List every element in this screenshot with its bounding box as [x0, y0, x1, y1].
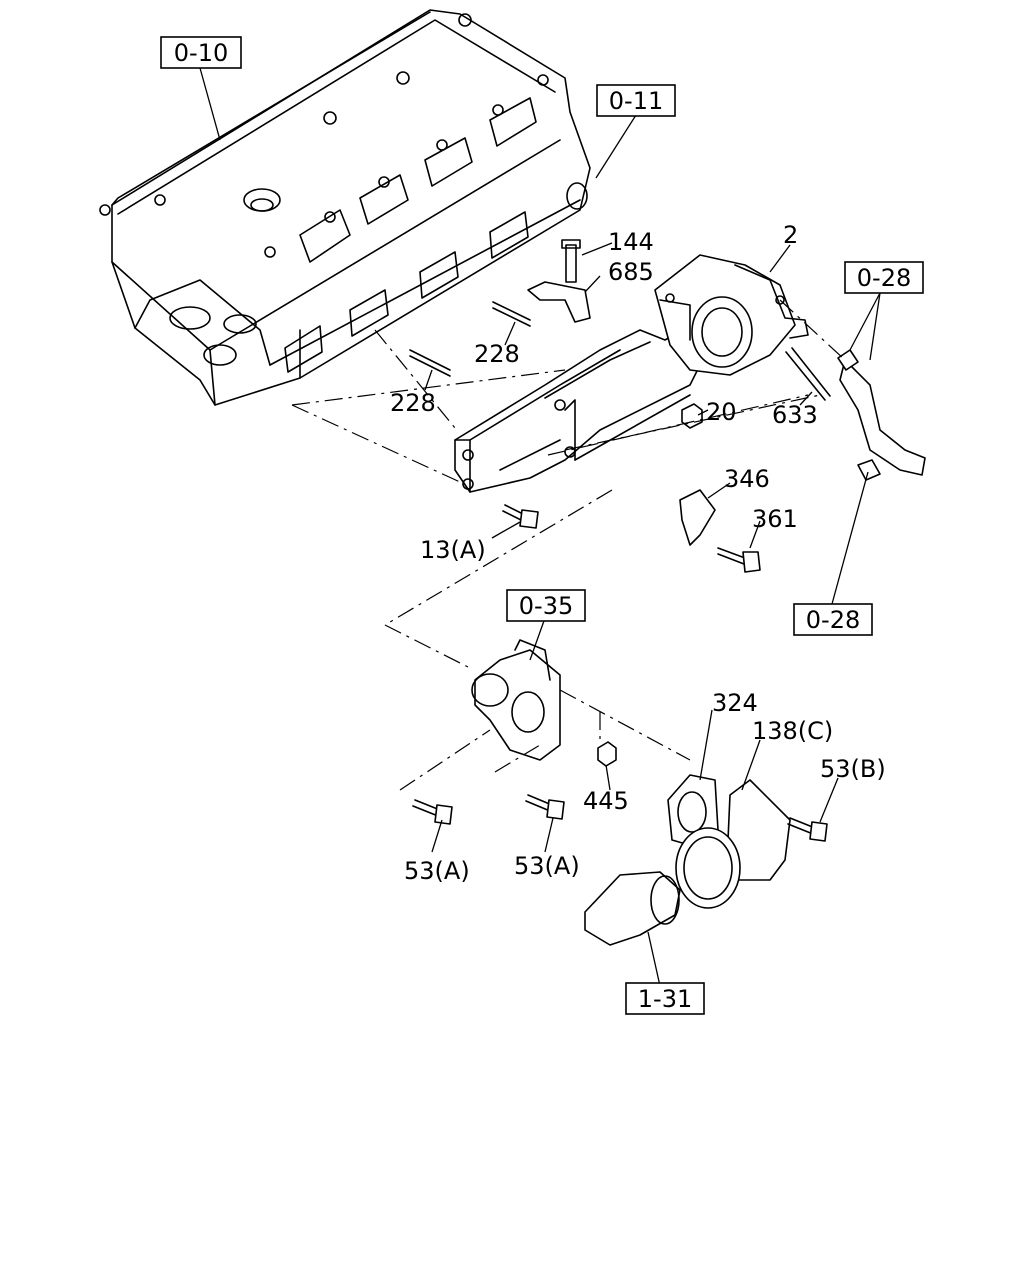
hose-0-28 — [837, 349, 926, 481]
part-label-228-upper: 228 — [474, 340, 520, 368]
part-label-2: 2 — [783, 221, 798, 249]
ref-box-0-28-top — [844, 261, 924, 294]
leader-lines — [199, 67, 881, 987]
part-label-324: 324 — [712, 689, 758, 717]
ref-box-0-11 — [596, 84, 676, 117]
part-labels: 144 685 2 228 228 20 633 346 361 13(A) 3… — [390, 221, 886, 885]
part-label-13a: 13(A) — [420, 536, 486, 564]
part-label-53b: 53(B) — [820, 755, 886, 783]
ref-label-0-28-top: 0-28 — [857, 264, 911, 292]
ref-box-1-31 — [625, 982, 705, 1015]
part-label-144: 144 — [608, 228, 654, 256]
part-label-228-lower: 228 — [390, 389, 436, 417]
ref-label-1-31: 1-31 — [638, 985, 692, 1013]
part-label-445: 445 — [583, 787, 629, 815]
assembly-lines — [291, 299, 846, 791]
ref-box-0-35 — [506, 589, 586, 622]
part-label-20: 20 — [706, 398, 737, 426]
egr-valve — [412, 639, 617, 825]
part-label-361: 361 — [752, 505, 798, 533]
ref-box-0-10 — [160, 36, 242, 69]
part-label-633: 633 — [772, 401, 818, 429]
ref-box-0-28-bottom — [793, 603, 873, 636]
reference-boxes: 0-10 0-11 0-28 0-28 0-35 1-31 — [160, 36, 924, 1015]
ref-label-0-11: 0-11 — [609, 87, 663, 115]
part-label-346: 346 — [724, 465, 770, 493]
part-label-685: 685 — [608, 258, 654, 286]
ref-label-0-28-bottom: 0-28 — [806, 606, 860, 634]
ref-label-0-10: 0-10 — [174, 39, 228, 67]
part-label-53a-right: 53(A) — [514, 852, 580, 880]
throttle-body — [654, 254, 809, 376]
part-label-53a-left: 53(A) — [404, 857, 470, 885]
cylinder-head — [99, 9, 591, 406]
part-label-138c: 138(C) — [752, 717, 833, 745]
egr-pipe-assembly — [584, 774, 828, 946]
ref-label-0-35: 0-35 — [519, 592, 573, 620]
